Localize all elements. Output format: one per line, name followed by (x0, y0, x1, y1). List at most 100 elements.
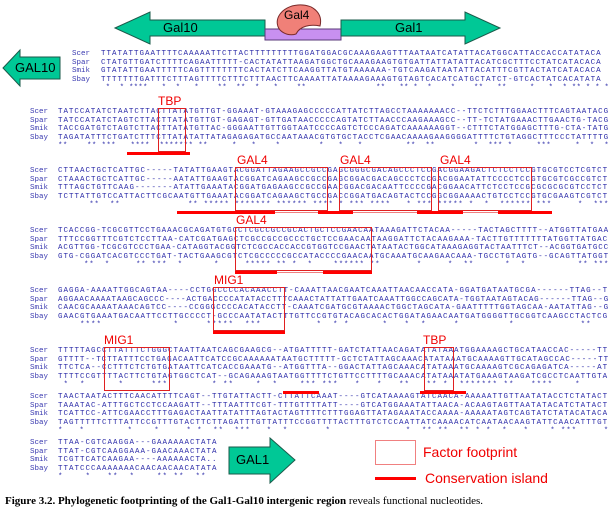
intergenic-region-bar (264, 28, 342, 41)
species-label: Smik (30, 364, 49, 373)
sequence-row: CAACGCAAAATAAACAGTCC----CCGGGCCCCACATACC… (58, 304, 610, 313)
species-label: Spar (72, 58, 91, 67)
gal4-footprint-box-3 (438, 167, 532, 211)
sequence-row: TCACCGG-TCGCGTTCCTGAAACGCAGATGTGCCTCGCCG… (58, 227, 610, 235)
species-label: Sbay (30, 312, 49, 321)
gal4-label-1: GAL4 (237, 153, 268, 167)
species-label: Scer (30, 347, 49, 355)
sequence-row: TAACTAATACTTTCAACATTTTCAGT--TTGTATTACTT-… (58, 393, 609, 401)
sequence-row: TTCTCA--CCTTTCTCTGTGATAATTCATCACCGAAATG-… (58, 364, 609, 373)
conservation-stars: * * **** * * * ** ** * * ** ** ** * * * … (101, 84, 610, 93)
species-label: Sbay (30, 418, 49, 427)
sequence-row: CTAAACTGCTCATTGC-----AATATTGAAGTACGGATCA… (58, 175, 609, 184)
sequence-row: TACCGATGTCTAGTCTTACTTATATGTTAC-GGGAATTGT… (58, 125, 610, 134)
sequence-row: GTG-CGGATCACGTCCCTGAT-TACTGAAGCGTCTCGCCC… (58, 252, 610, 261)
mig1-label-1: MIG1 (214, 273, 244, 287)
conservation-island (323, 271, 372, 274)
sequence-row: TCTTATTGTCCATTACTTCGCAATGTTGAAATACGGATCA… (58, 192, 609, 201)
gal1-gene-label: Gal1 (395, 20, 423, 35)
sequence-row: ACGTTGG-TCGCGTCCCTGAA-CATAGGTACGGTCTCGCC… (58, 244, 610, 253)
species-label: Spar (30, 116, 49, 125)
species-label: Smik (72, 67, 91, 76)
species-label: Sbay (30, 464, 49, 473)
mig1-label-2: MIG1 (104, 333, 134, 347)
gene-diagram (2, 4, 502, 88)
species-label: Spar (30, 175, 49, 184)
conservation-island (283, 391, 319, 394)
species-label: Scer (30, 287, 49, 295)
species-label: Scer (30, 439, 49, 447)
legend-footprint-swatch (375, 440, 416, 465)
species-label: Scer (30, 227, 49, 235)
legend-footprint-label: Factor footprint (423, 444, 518, 460)
sequence-row: TTTTCCGTTTTACTTCTGTAGTGGCTCAT--GCAGAAAGT… (58, 372, 609, 381)
sequence-row: GTTTT--TCTTATTTCCTGAGACAATTCATCCGCAAAAAA… (58, 355, 610, 364)
conservation-island (417, 211, 463, 214)
legend-conservation-swatch (375, 477, 416, 480)
conservation-island (420, 391, 466, 394)
species-label: Sbay (30, 252, 49, 261)
conservation-stars: **** * ***** *** * * * * * * * * ** (58, 321, 592, 330)
gal10-start-arrow (2, 48, 61, 88)
species-label: Smik (30, 456, 49, 465)
gal4-label-3: GAL4 (440, 153, 471, 167)
gal10-gene-arrow (113, 11, 266, 45)
gal1-end-arrow (228, 437, 296, 485)
species-label: Spar (30, 355, 49, 364)
sequence-row: TATCCATATCTAGTCTTACTTATATGTTGT-GAGAGT-GT… (58, 116, 610, 125)
sequence-row: TCATTCC-ATTCGAACCTTTGAGACTAATTATATTTAGTA… (58, 410, 609, 419)
gal4-label-4: GAL4 (236, 213, 267, 227)
mig1-footprint-box-1 (213, 287, 285, 331)
species-label: Smik (30, 304, 49, 313)
sequence-row: TTTAGCTGTTCAAG-------ATATTGAAATACGGATGAG… (58, 184, 609, 193)
species-label: Sbay (30, 192, 49, 201)
conservation-stars: * * * *** * ** * * *** *** * * ** ** * *… (58, 381, 581, 390)
sequence-row: TTATCCCAAAAAAACAACAACAACATATA (58, 464, 218, 473)
sequence-row: AGGAACAAAATAAGCAGCCC----ACTGACCCCATATACC… (58, 295, 610, 304)
conservation-island-weak (463, 212, 498, 213)
sequence-row: TTATATTGAATTTTCAAAAATTCTTACTTTTTTTTTGGAT… (101, 50, 602, 58)
gal1-gene-arrow (340, 11, 502, 45)
species-label: Sbay (30, 372, 49, 381)
tbp-label-2: TBP (423, 333, 447, 347)
conservation-island (318, 211, 353, 214)
gal4-footprint-box-2 (339, 167, 432, 211)
species-label: Scer (30, 167, 49, 175)
species-label: Scer (72, 50, 91, 58)
sequence-row: TTAT-CGTCAAGGAAA-GAACAAACTATA (58, 447, 218, 456)
sequence-row: TAGTTTTTCTTTATTCCGTTTGTACTTCTTAGATTTGTTA… (58, 418, 609, 427)
sequence-row: CTTAACTGCTCATTGC-----TATATTGAAGTACGGATTA… (58, 167, 609, 175)
conservation-island-weak (353, 212, 417, 213)
gal4-footprint-box-4 (235, 227, 372, 271)
conservation-island (235, 271, 277, 274)
species-label: Sbay (72, 75, 91, 84)
caption-text: reveals functional nucleotides. (346, 495, 484, 507)
sequence-row: TTTTTAGCCTTATTTCTGGGCTAATTAATCAGCGAAGCG-… (58, 347, 609, 355)
gal4-factor-blob (276, 4, 322, 36)
conservation-stars: ** * ** *** * * ***** ** * * ****** ** *… (58, 261, 610, 270)
sequence-row: GTATATTGAATTTTTCAGTTTTTTTTCACTATCTTCAAGG… (101, 67, 602, 76)
gal10-gene-label: Gal10 (163, 20, 198, 35)
tbp-footprint-box-1 (158, 108, 186, 152)
gal4-factor-label: Gal4 (284, 8, 310, 22)
species-label: Scer (30, 108, 49, 116)
figure-caption: Figure 3.2. Phylogenetic footprinting of… (5, 494, 609, 508)
sequence-row: TTTCCGGTTTCGTCTCCTTAA-CATCGATGAGCTCGCCGC… (58, 235, 609, 244)
tbp-footprint-box-2 (424, 347, 454, 391)
legend-conservation-label: Conservation island (425, 470, 548, 486)
conservation-island (213, 331, 285, 334)
species-label: Smik (30, 244, 49, 253)
sequence-row: TTAA-CGTCAAGGA---GAAAAAACTATA (58, 439, 218, 447)
sequence-row: TCGTTCATCAAGAA----AAAAAACTA.. (58, 456, 218, 465)
caption-title: Figure 3.2. Phylogenetic footprinting of… (5, 495, 347, 507)
species-label: Smik (30, 410, 49, 419)
mig1-footprint-box-2 (104, 347, 170, 391)
conservation-island (498, 211, 552, 214)
conservation-stars: ** ** ** ***** ******* ****** **** * ***… (58, 201, 610, 210)
species-label: Smik (30, 184, 49, 193)
sequence-row: TAAATAC-ATTTGCTCCTCCAAGATT--TTTAATTTCGT-… (58, 401, 609, 410)
conservation-island-weak (275, 212, 318, 213)
species-label: Spar (30, 401, 49, 410)
species-label: Scer (30, 393, 49, 401)
sequence-row: TTTTTTTGATTTCTTTAGTTTTCTTTCTTTAACTTCAAAA… (101, 75, 602, 84)
